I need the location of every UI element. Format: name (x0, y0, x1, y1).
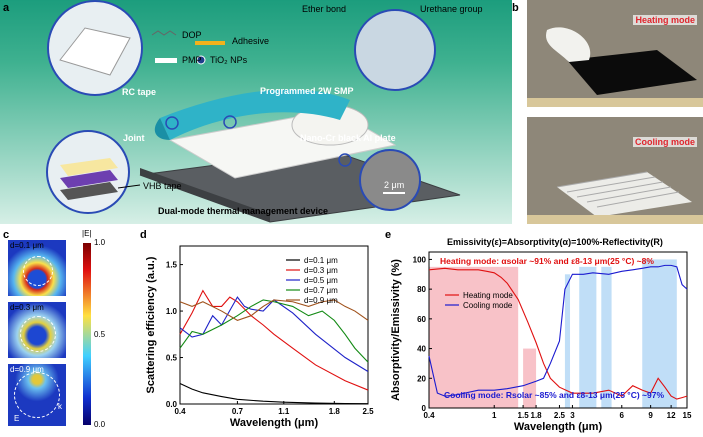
colorbar-tick-min: 0.0 (94, 420, 106, 429)
y-tick-label: 20 (417, 374, 426, 383)
photo-cooling-mode: Cooling mode (527, 117, 703, 224)
y-tick-label: 1.5 (166, 261, 178, 270)
series-line-3 (179, 299, 369, 363)
dop-glyph (151, 30, 177, 36)
plot-frame (428, 251, 688, 409)
spectrum-band (642, 259, 677, 408)
legend-entry: d=0.7 μm (304, 286, 338, 295)
y-tick-label: 100 (413, 255, 427, 264)
callout-urethane-group: Urethane group (420, 4, 483, 14)
legend-entry: d=0.5 μm (304, 276, 338, 285)
x-tick-label: 1.5 (518, 411, 530, 420)
spectrum-band (601, 266, 612, 408)
callout-vhb-tape: VHB tape (143, 181, 182, 191)
x-tick-label: 2.5 (362, 407, 374, 416)
y-tick-label: 1.0 (166, 307, 178, 316)
x-tick-label: 9 (648, 411, 653, 420)
y-tick-label: 0.5 (166, 354, 178, 363)
series-line-0 (428, 267, 688, 400)
legend-dop: DOP (182, 30, 202, 40)
field-map-d09: d=0.9 μm k E (8, 364, 66, 426)
colorbar-tick-max: 1.0 (94, 238, 106, 247)
legend-adhesive: Adhesive (232, 36, 270, 46)
x-tick-label: 0.4 (174, 407, 186, 416)
field-map-d01: d=0.1 μm (8, 240, 66, 296)
x-tick-label: 0.7 (232, 407, 244, 416)
series-line-1 (428, 264, 688, 397)
cooling-mode-annotation: Cooling mode: Rsolar ~85% and ε8-13 μm(2… (444, 390, 664, 400)
callout-joint: Joint (123, 133, 145, 143)
cooling-mode-label: Cooling mode (633, 137, 697, 147)
adhesive-swatch (195, 41, 225, 45)
x-tick-label: 1.1 (278, 407, 290, 416)
spectrum-band (564, 274, 571, 408)
y-axis-label: Absorptivity/Emissivity (%) (390, 259, 402, 401)
field-map-label-d01: d=0.1 μm (10, 241, 44, 250)
series-line-0 (179, 383, 369, 405)
panel-e-title: Emissivity(ε)=Absorptivity(α)=100%-Refle… (447, 237, 663, 247)
panel-a-label: a (3, 2, 10, 14)
colorbar-title: |E| (82, 229, 92, 238)
field-map-label-d09: d=0.9 μm (10, 365, 44, 374)
legend-entry: Cooling mode (463, 301, 513, 310)
pmp-swatch (155, 58, 177, 63)
y-tick-label: 80 (417, 285, 426, 294)
y-tick-label: 0 (422, 404, 427, 413)
y-tick-label: 60 (417, 315, 426, 324)
series-line-1 (179, 289, 369, 391)
panel-a: a DOP Adhesive PMP TiO₂ NPs Ether bond U… (0, 0, 512, 224)
field-map-d03: d=0.3 μm (8, 302, 66, 358)
series-line-2 (179, 296, 369, 372)
x-tick-label: 1.8 (329, 407, 341, 416)
legend-tio2: TiO₂ NPs (210, 55, 248, 65)
panel-d-label: d (140, 229, 147, 241)
plot-frame (179, 245, 369, 405)
colorbar (83, 243, 91, 425)
x-tick-label: 12 (667, 411, 676, 420)
x-tick-label: 6 (620, 411, 625, 420)
x-tick-label: 2.5 (554, 411, 566, 420)
y-tick-label: 0.0 (166, 400, 178, 409)
heating-mode-label: Heating mode (633, 15, 697, 25)
x-tick-label: 3 (570, 411, 575, 420)
panel-e-label: e (385, 229, 392, 241)
x-tick-label: 0.4 (423, 411, 435, 420)
legend-entry: d=0.9 μm (304, 296, 338, 305)
photo-heating-mode: Heating mode (527, 0, 703, 107)
y-tick-label: 40 (417, 345, 426, 354)
series-line-4 (179, 299, 369, 321)
panel-b-label: b (512, 2, 519, 14)
y-axis-label: Scattering efficiency (a.u.) (145, 256, 157, 393)
callout-nano-cr: Nano-Cr black Al plate (300, 133, 396, 143)
callout-ether-bond: Ether bond (302, 4, 347, 14)
panel-c-label: c (3, 229, 10, 241)
legend-entry: d=0.1 μm (304, 256, 338, 265)
tio2-glyph (196, 55, 206, 65)
spectrum-band (523, 348, 537, 408)
x-tick-label: 15 (683, 411, 692, 420)
spectrum-band (579, 266, 597, 408)
x-tick-label: 1 (492, 411, 497, 420)
x-tick-label: 1.8 (531, 411, 543, 420)
spectrum-band (429, 266, 519, 408)
panel-a-illustration (46, 0, 461, 223)
e-vector-label: E (14, 414, 20, 423)
scale-bar-label: 2 μm (384, 180, 405, 190)
x-axis-label: Wavelength (μm) (230, 417, 319, 429)
legend-pmp: PMP (182, 55, 202, 65)
callout-rc-tape: RC tape (122, 87, 157, 97)
callout-smp: Programmed 2W SMP (260, 86, 354, 96)
panel-a-caption: Dual-mode thermal management device (158, 206, 329, 216)
colorbar-tick-mid: 0.5 (94, 330, 106, 339)
legend-entry: Heating mode (463, 291, 513, 300)
legend-entry: d=0.3 μm (304, 266, 338, 275)
x-axis-label: Wavelength (μm) (514, 421, 603, 433)
heating-mode-annotation: Heating mode: αsolar ~91% and ε8-13 μm(2… (440, 256, 654, 266)
k-vector-label: k (58, 402, 62, 411)
field-map-label-d03: d=0.3 μm (10, 303, 44, 312)
